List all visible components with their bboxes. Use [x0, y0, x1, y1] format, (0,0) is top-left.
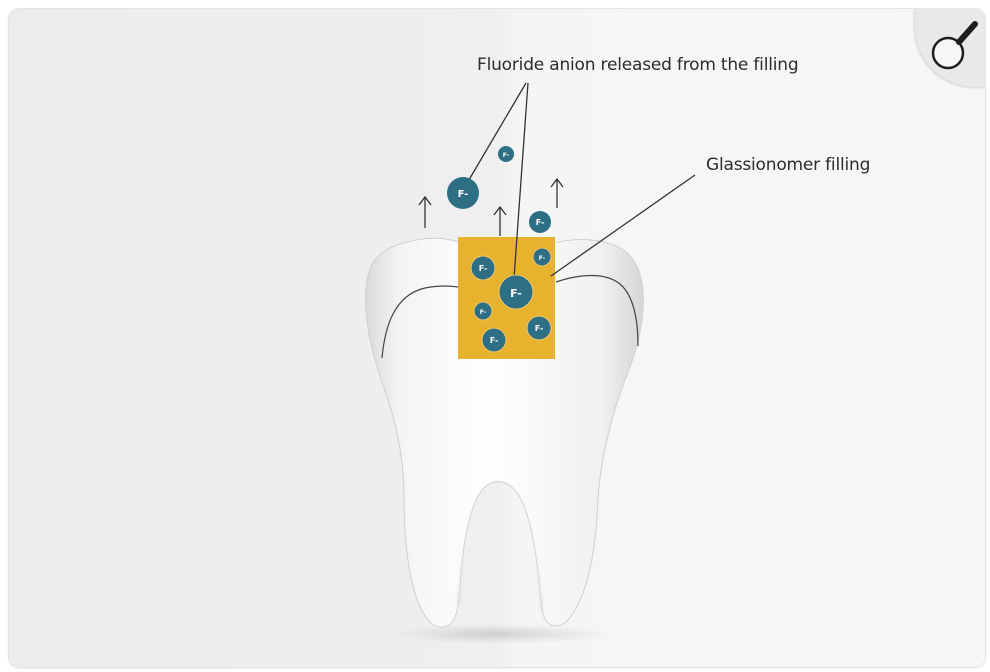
svg-text:F-: F-	[480, 309, 487, 316]
svg-text:F-: F-	[535, 324, 544, 333]
fluoride-ion: F-	[533, 248, 551, 266]
fluoride-ion: F-	[474, 302, 492, 320]
fluoride-ion: F-	[498, 146, 514, 162]
tooth-shadow	[390, 624, 610, 644]
arrow-up-icon	[494, 207, 506, 236]
fluoride-ion: F-	[482, 328, 506, 352]
arrow-up-icon	[551, 179, 563, 208]
fluoride-ion: F-	[499, 275, 533, 309]
leader-line-fluoride-left	[463, 83, 526, 190]
svg-text:F-: F-	[479, 264, 488, 273]
fluoride-ion: F-	[447, 177, 479, 209]
svg-text:F-: F-	[510, 287, 522, 300]
svg-text:F-: F-	[539, 255, 546, 262]
arrow-up-icon	[419, 197, 431, 228]
svg-text:F-: F-	[458, 189, 469, 200]
svg-text:F-: F-	[490, 336, 499, 345]
fluoride-ion: F-	[529, 211, 551, 233]
svg-text:F-: F-	[536, 218, 545, 227]
fluoride-ion: F-	[527, 316, 551, 340]
glassionomer-filling-label: Glassionomer filling	[706, 155, 870, 175]
fluoride-ion: F-	[471, 256, 495, 280]
svg-text:F-: F-	[503, 152, 510, 159]
fluoride-anion-label: Fluoride anion released from the filling	[477, 55, 798, 75]
